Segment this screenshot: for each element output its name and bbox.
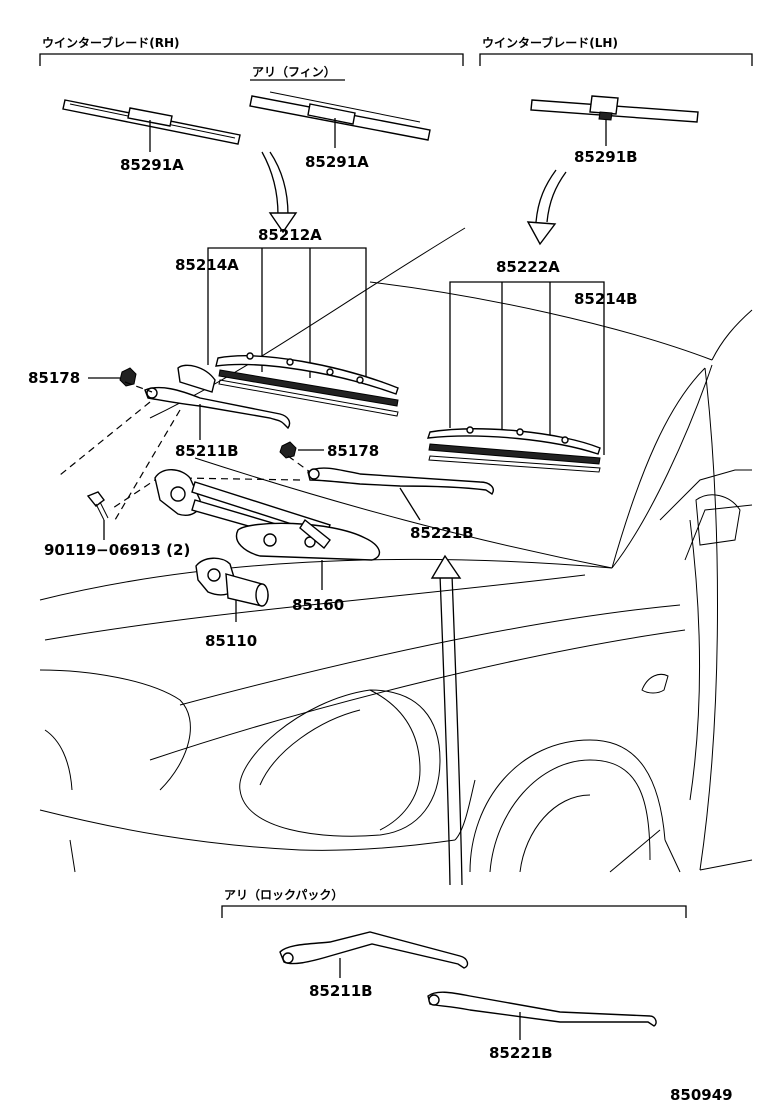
blade-assy-rh: 85212A 85214A xyxy=(175,226,399,417)
with-fin-header: アリ（フィン） xyxy=(250,64,345,81)
label-85178-1: 85178 xyxy=(28,369,80,387)
label-85291B: 85291B xyxy=(574,148,638,166)
lockpack-arm-rh: 85211B xyxy=(279,931,469,1000)
label-85221B-2: 85221B xyxy=(489,1044,553,1062)
blade-assy-lh: 85222A 85214B xyxy=(426,258,638,473)
label-85160: 85160 xyxy=(292,596,344,614)
label-90119: 90119−06913 (2) xyxy=(44,541,190,559)
label-85291A-2: 85291A xyxy=(305,153,369,171)
blade-rh-header: ウインターブレード(RH) xyxy=(39,35,464,66)
winter-blade-lh: 85291B xyxy=(530,95,699,166)
wiper-arm-lh: 85221B xyxy=(307,467,494,542)
winter-blade-rh: 85291A xyxy=(62,99,241,174)
wiper-motor: 85110 xyxy=(195,557,269,650)
bolt-90119: 90119−06913 (2) xyxy=(44,491,190,559)
label-85222A: 85222A xyxy=(496,258,560,276)
nut-85178-2: 85178 xyxy=(279,441,379,460)
blade-rh-title: ウインターブレード(RH) xyxy=(42,35,180,50)
arrow-up xyxy=(430,554,463,886)
label-85221B-1: 85221B xyxy=(410,524,474,542)
wiper-arm-rh: 85211B xyxy=(144,364,291,460)
label-85212A: 85212A xyxy=(258,226,322,244)
label-85178-2: 85178 xyxy=(327,442,379,460)
label-85211B-2: 85211B xyxy=(309,982,373,1000)
car-body-outline xyxy=(39,227,753,873)
label-85291A-1: 85291A xyxy=(120,156,184,174)
nut-85178-1: 85178 xyxy=(28,367,137,387)
with-fin-title: アリ（フィン） xyxy=(252,64,336,79)
label-85211B-1: 85211B xyxy=(175,442,239,460)
diagram-code: 850949 xyxy=(670,1086,733,1104)
lockpack-header: アリ（ロックパック） xyxy=(221,887,687,918)
label-85214A: 85214A xyxy=(175,256,239,274)
arrow-lh xyxy=(526,169,567,246)
label-85110: 85110 xyxy=(205,632,257,650)
lockpack-arm-lh: 85221B xyxy=(427,991,657,1062)
label-85214B: 85214B xyxy=(574,290,638,308)
winter-blade-rh-fin: 85291A xyxy=(249,91,431,171)
wiper-link: 85160 xyxy=(154,469,381,614)
arrow-rh xyxy=(261,151,298,234)
lockpack-title: アリ（ロックパック） xyxy=(224,887,343,902)
blade-lh-title: ウインターブレード(LH) xyxy=(482,35,618,50)
blade-lh-header: ウインターブレード(LH) xyxy=(479,35,753,66)
